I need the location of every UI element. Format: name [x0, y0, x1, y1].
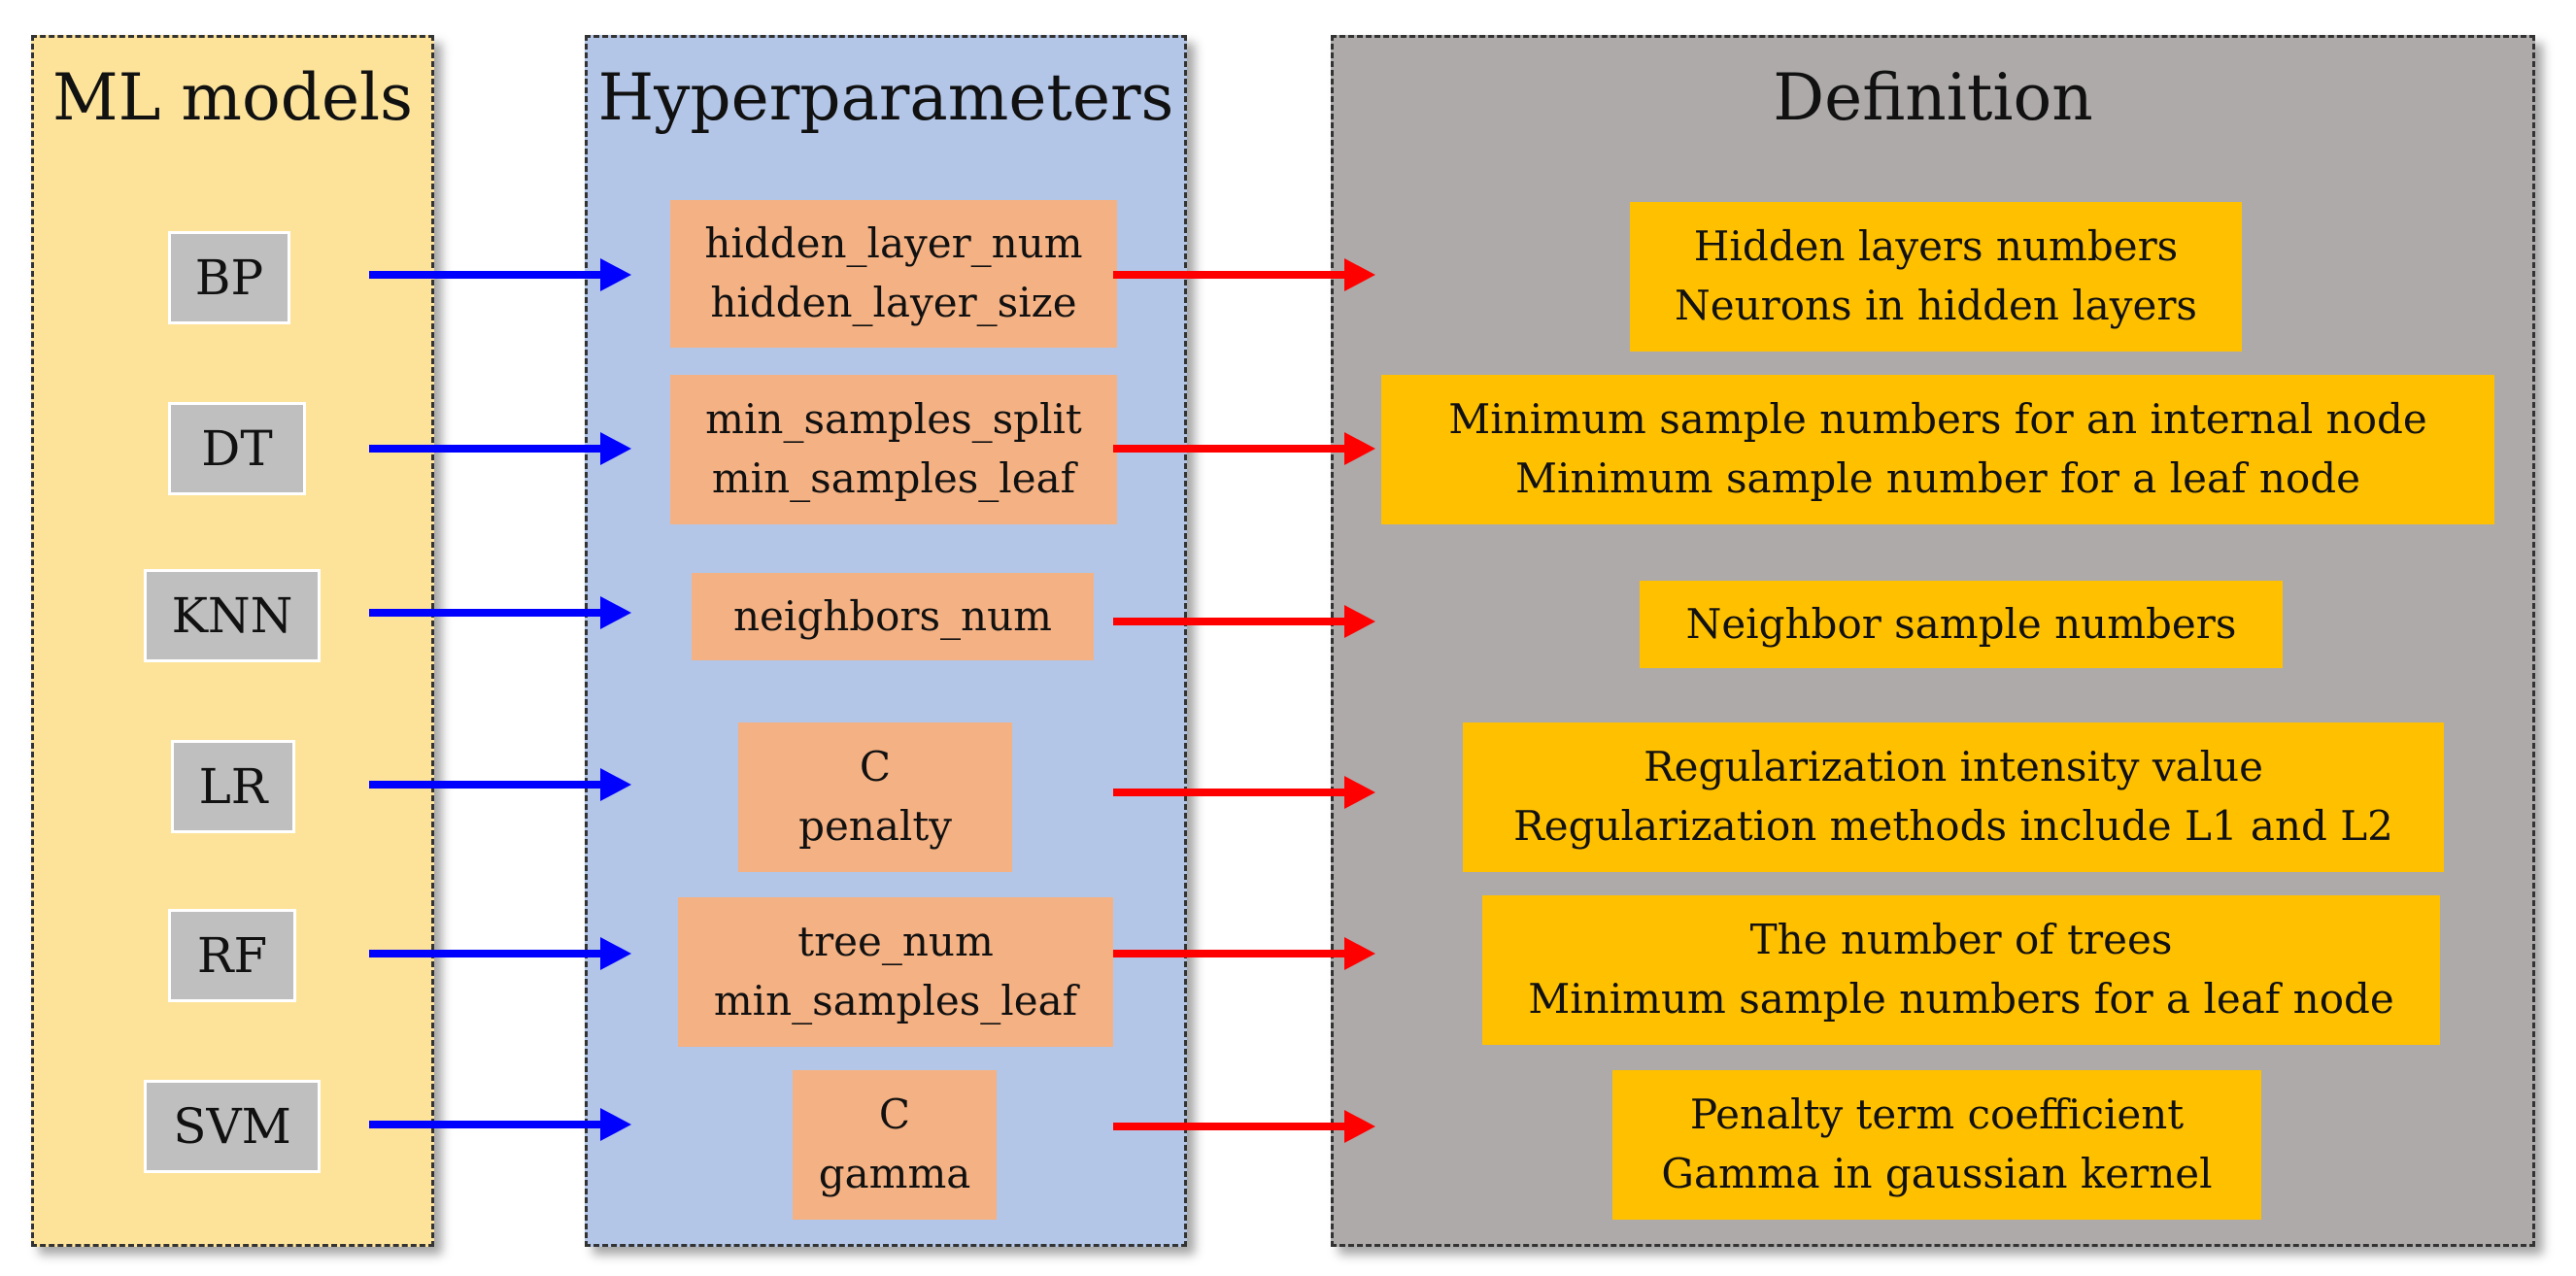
definition-line: Penalty term coefficient: [1689, 1091, 2185, 1139]
model-box-bp: BP: [168, 231, 290, 324]
hyperparameters-title: Hyperparameters: [597, 60, 1174, 135]
hyperparameter-line: C: [859, 743, 892, 791]
definition-line: The number of trees: [1749, 916, 2173, 964]
definition-line: Gamma in gaussian kernel: [1661, 1150, 2213, 1197]
definition-title: Definition: [1773, 60, 2093, 135]
definition-box-svm: Penalty term coefficient Gamma in gaussi…: [1612, 1070, 2261, 1220]
hyperparameter-line: min_samples_leaf: [713, 977, 1078, 1024]
definition-line: Minimum sample numbers for an internal n…: [1448, 395, 2427, 444]
definition-box-knn: Neighbor sample numbers: [1640, 581, 2283, 668]
definition-line: Hidden layers numbers: [1693, 222, 2179, 271]
hyperparameter-box-rf: tree_num min_samples_leaf: [678, 897, 1113, 1047]
hyperparameter-box-lr: C penalty: [738, 722, 1012, 872]
hyperparameter-box-dt: min_samples_split min_samples_leaf: [670, 375, 1117, 524]
definition-line: Neurons in hidden layers: [1674, 282, 2197, 329]
definition-line: Regularization intensity value: [1644, 743, 2263, 791]
definition-box-rf: The number of trees Minimum sample numbe…: [1482, 895, 2440, 1045]
definition-line: Minimum sample numbers for a leaf node: [1528, 975, 2394, 1023]
ml-models-title: ML models: [52, 60, 413, 135]
hyperparameter-line: gamma: [818, 1150, 971, 1197]
model-box-dt: DT: [168, 402, 306, 495]
hyperparameter-line: penalty: [798, 802, 952, 850]
definition-box-dt: Minimum sample numbers for an internal n…: [1381, 375, 2494, 524]
definition-line: Regularization methods include L1 and L2: [1513, 802, 2393, 850]
definition-box-lr: Regularization intensity value Regulariz…: [1463, 722, 2444, 872]
hyperparameter-line: hidden_layer_size: [710, 279, 1077, 326]
model-label: SVM: [173, 1097, 291, 1155]
model-label: LR: [198, 757, 268, 815]
hyperparameter-line: tree_num: [797, 918, 994, 966]
definition-line: Neighbor sample numbers: [1685, 599, 2237, 648]
model-box-svm: SVM: [144, 1080, 321, 1173]
model-label: DT: [201, 420, 273, 477]
model-box-knn: KNN: [144, 569, 321, 662]
model-box-rf: RF: [168, 909, 296, 1002]
model-label: RF: [196, 926, 268, 984]
hyperparameter-line: neighbors_num: [732, 591, 1052, 640]
definition-line: Minimum sample number for a leaf node: [1515, 454, 2360, 502]
hyperparameter-line: C: [878, 1091, 911, 1139]
model-label: KNN: [171, 587, 293, 644]
definition-box-bp: Hidden layers numbers Neurons in hidden …: [1630, 202, 2242, 352]
hyperparameter-line: min_samples_split: [705, 395, 1082, 444]
hyperparameter-box-bp: hidden_layer_num hidden_layer_size: [670, 200, 1117, 348]
hyperparameter-line: hidden_layer_num: [704, 219, 1083, 268]
hyperparameter-box-knn: neighbors_num: [692, 573, 1094, 660]
model-label: BP: [194, 249, 264, 306]
hyperparameter-line: min_samples_leaf: [711, 454, 1076, 502]
hyperparameter-box-svm: C gamma: [793, 1070, 997, 1220]
model-box-lr: LR: [171, 740, 295, 833]
